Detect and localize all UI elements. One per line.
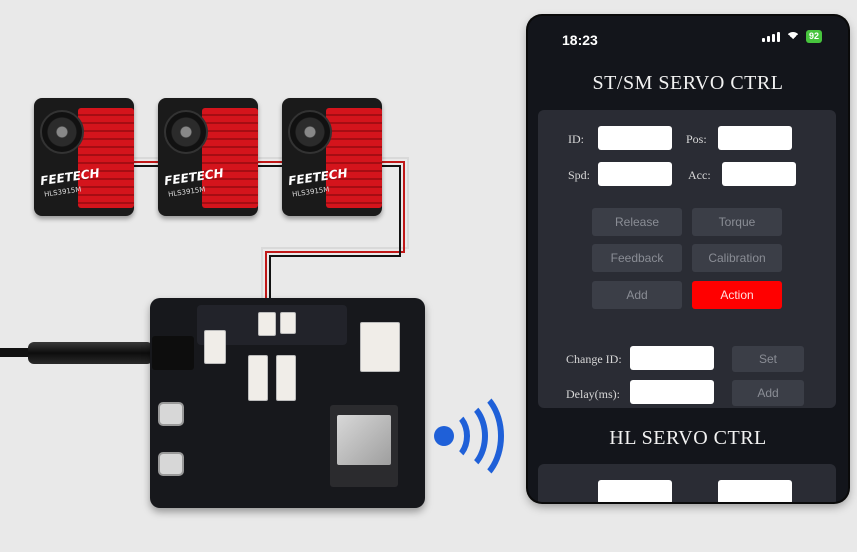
servo-2: FEETECH HLS3915M xyxy=(158,98,258,216)
servo-horn-icon xyxy=(164,110,208,154)
terminal-connector xyxy=(204,330,226,364)
acc-input[interactable] xyxy=(722,162,796,186)
hardware-illustration: FEETECH HLS3915M FEETECH HLS3915M FEETEC… xyxy=(0,98,504,508)
action-button[interactable]: Action xyxy=(692,281,782,309)
servo-connector xyxy=(280,312,296,334)
servo-horn-icon xyxy=(40,110,84,154)
usb-port xyxy=(158,452,184,476)
fpc-connector xyxy=(360,322,400,372)
change-id-input[interactable] xyxy=(630,346,714,370)
dc-jack xyxy=(152,336,194,370)
calibration-button[interactable]: Calibration xyxy=(692,244,782,272)
esp32-shield xyxy=(337,415,391,465)
change-id-label: Change ID: xyxy=(566,352,622,366)
torque-button[interactable]: Torque xyxy=(692,208,782,236)
spd-label: Spd: xyxy=(568,168,591,182)
rs485-connector xyxy=(248,355,268,401)
status-bar: 18:23 92 xyxy=(528,16,848,62)
power-plug xyxy=(28,342,153,364)
servo-connector xyxy=(258,312,276,336)
hl-title: HL SERVO CTRL xyxy=(609,427,767,449)
status-time: 18:23 xyxy=(562,32,598,48)
phone-screen: 18:23 92 ST/SM SERVO CTRL ID: Pos: Spd: … xyxy=(528,16,848,502)
delay-add-button[interactable]: Add xyxy=(732,380,804,406)
release-button[interactable]: Release xyxy=(592,208,682,236)
servo-1: FEETECH HLS3915M xyxy=(34,98,134,216)
hl-pos-input[interactable] xyxy=(718,480,792,502)
delay-input[interactable] xyxy=(630,380,714,404)
pos-label: Pos: xyxy=(686,132,707,146)
servo-horn-icon xyxy=(288,110,332,154)
pos-input[interactable] xyxy=(718,126,792,150)
hl-id-input[interactable] xyxy=(598,480,672,502)
battery-icon: 92 xyxy=(805,30,822,43)
add-button[interactable]: Add xyxy=(592,281,682,309)
servo-3: FEETECH HLS3915M xyxy=(282,98,382,216)
spd-input[interactable] xyxy=(598,162,672,186)
servo-model: HLS3915M xyxy=(167,185,206,199)
feedback-button[interactable]: Feedback xyxy=(592,244,682,272)
st-sm-panel: ID: Pos: Spd: Acc: Release Torque Feedba… xyxy=(538,110,836,408)
wireless-arc-icon xyxy=(430,386,504,486)
st-sm-title: ST/SM SERVO CTRL xyxy=(592,72,784,94)
usb-port xyxy=(158,402,184,426)
signal-icon xyxy=(761,31,780,42)
hl-panel xyxy=(538,464,836,502)
delay-label: Delay(ms): xyxy=(566,387,620,401)
acc-label: Acc: xyxy=(688,168,711,182)
rs485-connector xyxy=(276,355,296,401)
power-cable xyxy=(0,348,32,357)
id-input[interactable] xyxy=(598,126,672,150)
servo-model: HLS3915M xyxy=(291,185,330,199)
servo-model: HLS3915M xyxy=(43,185,82,199)
wifi-icon xyxy=(785,31,800,42)
id-label: ID: xyxy=(568,132,584,146)
set-button[interactable]: Set xyxy=(732,346,804,372)
